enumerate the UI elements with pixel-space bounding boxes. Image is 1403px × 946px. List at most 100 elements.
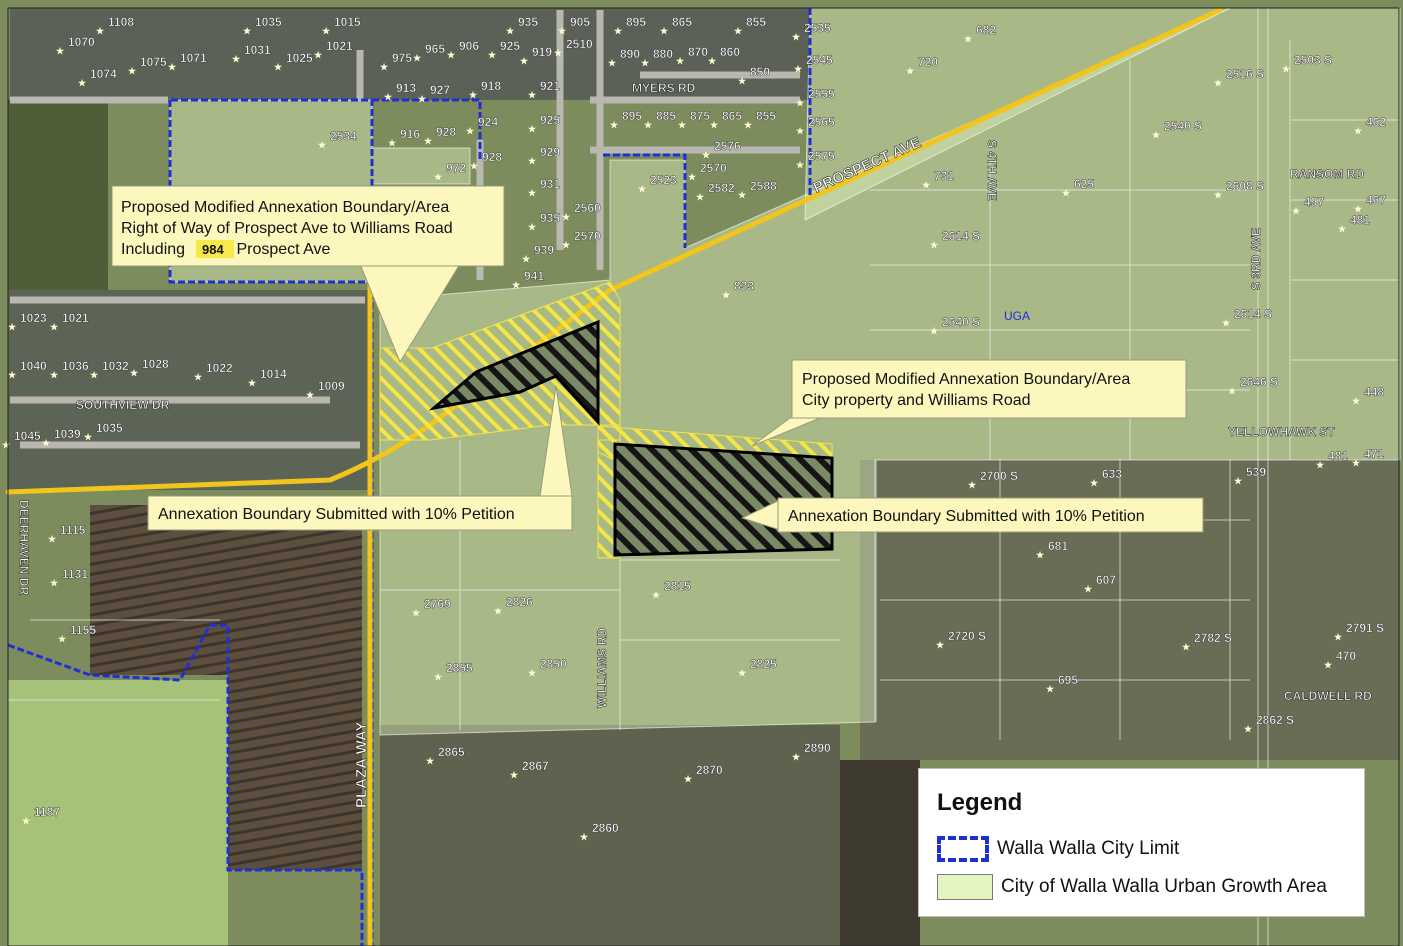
address-label: 1032 — [102, 359, 129, 373]
address-point-icon: ★ — [528, 124, 537, 134]
address-point-icon: ★ — [412, 608, 421, 618]
address-label: 1009 — [318, 379, 345, 393]
address-label: 1036 — [62, 359, 89, 373]
address-point-icon: ★ — [702, 150, 711, 160]
address-label: 925 — [540, 113, 560, 127]
city-limit-swatch — [937, 836, 989, 862]
address-point-icon: ★ — [194, 372, 203, 382]
address-label: 467 — [1366, 193, 1386, 207]
address-point-icon: ★ — [1292, 206, 1301, 216]
south-residential — [380, 725, 840, 946]
address-point-icon: ★ — [50, 322, 59, 332]
address-label: 497 — [1304, 195, 1324, 209]
address-point-icon: ★ — [248, 378, 257, 388]
address-label: 720 — [918, 55, 938, 69]
address-point-icon: ★ — [56, 46, 65, 56]
address-label: 681 — [1048, 539, 1068, 553]
uga-swatch — [937, 874, 993, 900]
address-point-icon: ★ — [1282, 64, 1291, 74]
address-point-icon: ★ — [1214, 190, 1223, 200]
address-label: 2575 — [808, 149, 835, 163]
address-point-icon: ★ — [1222, 318, 1231, 328]
address-label: 2582 — [708, 181, 735, 195]
address-point-icon: ★ — [90, 370, 99, 380]
address-point-icon: ★ — [1354, 126, 1363, 136]
address-label: 972 — [446, 161, 466, 175]
address-point-icon: ★ — [1234, 476, 1243, 486]
address-point-icon: ★ — [168, 62, 177, 72]
address-label: 481 — [1350, 213, 1370, 227]
address-point-icon: ★ — [466, 126, 475, 136]
address-point-icon: ★ — [22, 816, 31, 826]
address-label: 935 — [518, 15, 538, 29]
address-label: 2545 — [806, 53, 833, 67]
address-point-icon: ★ — [380, 62, 389, 72]
street-label-myers-rd: MYERS RD — [632, 81, 696, 95]
address-point-icon: ★ — [1352, 458, 1361, 468]
address-label: 905 — [570, 15, 590, 29]
address-label: 860 — [720, 45, 740, 59]
address-point-icon: ★ — [1352, 396, 1361, 406]
address-label: 1070 — [68, 35, 95, 49]
address-label: 916 — [400, 127, 420, 141]
address-point-icon: ★ — [232, 54, 241, 64]
address-point-icon: ★ — [558, 26, 567, 36]
address-label: 939 — [534, 243, 554, 257]
address-label: 539 — [1246, 465, 1266, 479]
address-label: 2826 — [506, 595, 533, 609]
address-point-icon: ★ — [641, 58, 650, 68]
address-label: 2614 S — [1234, 307, 1272, 321]
address-point-icon: ★ — [58, 634, 67, 644]
address-point-icon: ★ — [528, 156, 537, 166]
address-point-icon: ★ — [738, 76, 747, 86]
address-label: 625 — [1074, 177, 1094, 191]
address-point-icon: ★ — [684, 774, 693, 784]
address-highlight — [196, 240, 234, 258]
address-point-icon: ★ — [710, 120, 719, 130]
street-label-williams-rd: WILLIAMS RD — [595, 628, 609, 708]
address-point-icon: ★ — [1084, 584, 1093, 594]
street-label-deerhaven-dr: DEERHAVEN DR — [17, 500, 31, 595]
address-label: 2865 — [438, 745, 465, 759]
address-point-icon: ★ — [84, 432, 93, 442]
street-label-southview-dr: SOUTHVIEW DR — [76, 398, 170, 412]
address-label: 607 — [1096, 573, 1116, 587]
address-label: 935 — [540, 211, 560, 225]
address-label: 965 — [425, 42, 445, 56]
address-point-icon: ★ — [522, 254, 531, 264]
address-label: 975 — [392, 51, 412, 65]
address-label: 1023 — [20, 311, 47, 325]
address-label: 928 — [436, 125, 456, 139]
street-label-s-4th-ave: S 4TH AVE — [985, 140, 999, 201]
address-point-icon: ★ — [322, 26, 331, 36]
address-point-icon: ★ — [610, 120, 619, 130]
address-point-icon: ★ — [660, 26, 669, 36]
address-label: 1015 — [334, 15, 361, 29]
callout-east-line2: City property and Williams Road — [802, 392, 1031, 409]
callout-north-line3-prefix: Including — [121, 241, 190, 258]
address-point-icon: ★ — [1228, 386, 1237, 396]
address-point-icon: ★ — [968, 480, 977, 490]
legend-title: Legend — [937, 789, 1023, 816]
address-label: 2769 — [424, 597, 451, 611]
address-point-icon: ★ — [42, 438, 51, 448]
address-label: 1071 — [180, 51, 207, 65]
address-label: 1021 — [326, 39, 353, 53]
legend-label-uga: City of Walla Walla Urban Growth Area — [1001, 876, 1327, 897]
address-label: 895 — [626, 15, 646, 29]
address-point-icon: ★ — [930, 240, 939, 250]
map-frame — [7, 7, 1400, 946]
address-label: 2516 S — [1226, 67, 1264, 81]
address-point-icon: ★ — [8, 370, 17, 380]
address-point-icon: ★ — [930, 326, 939, 336]
address-point-icon: ★ — [488, 50, 497, 60]
callout-east: Proposed Modified Annexation Boundary/Ar… — [791, 359, 1187, 419]
address-point-icon: ★ — [562, 212, 571, 222]
address-label: 1108 — [108, 15, 134, 29]
callout-east-box — [791, 359, 1187, 419]
address-point-icon: ★ — [318, 140, 327, 150]
address-label: 2815 — [664, 579, 691, 593]
address-point-icon: ★ — [128, 66, 137, 76]
street-label-caldwell-rd: CALDWELL RD — [1284, 689, 1372, 703]
address-label: 921 — [540, 79, 560, 93]
